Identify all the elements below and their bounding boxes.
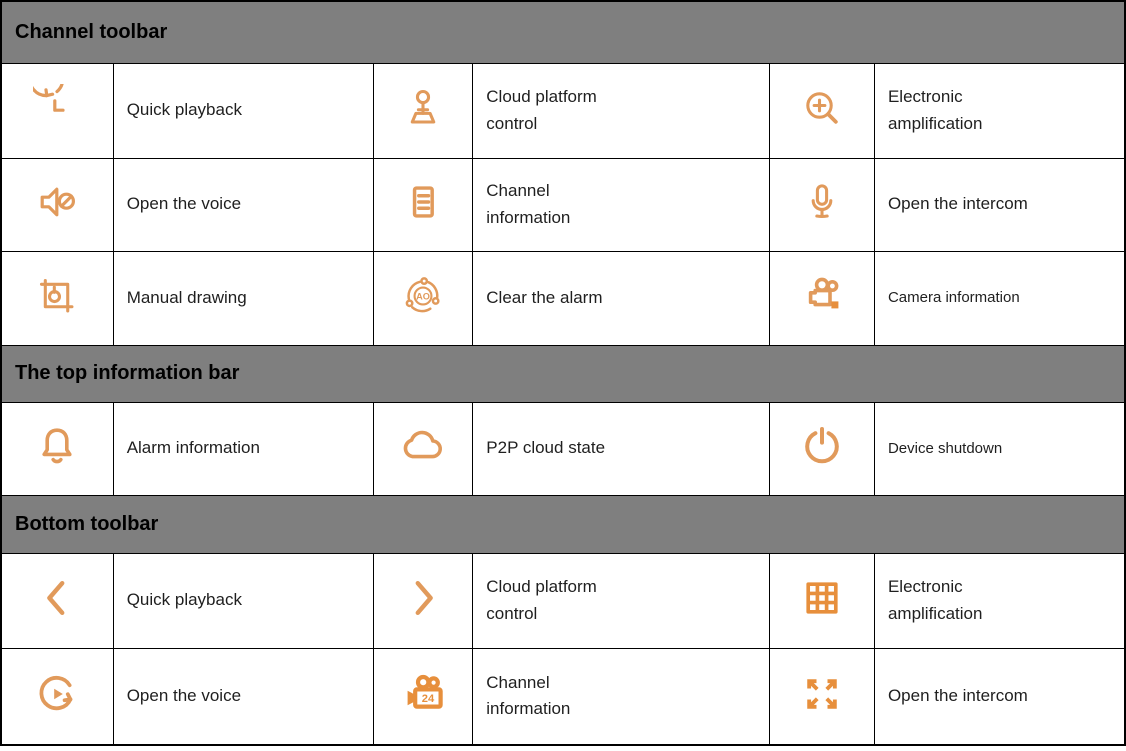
table-row: Open the voice 24 Channel information Op… (0, 647, 1126, 746)
document-list-icon (401, 180, 445, 224)
table-cell: AO (373, 250, 474, 346)
legend-label: Manual drawing (112, 250, 375, 346)
legend-label: Clear the alarm (472, 250, 770, 346)
table-cell (0, 552, 114, 649)
table-row: Channel toolbar (0, 0, 1126, 64)
table-row: Alarm information P2P cloud state Device… (0, 401, 1126, 496)
table-cell (768, 647, 875, 746)
table-row: Quick playback Cloud platform control El… (0, 62, 1126, 159)
microphone-icon (799, 179, 845, 225)
table-cell (0, 250, 114, 346)
power-icon (798, 422, 846, 470)
alarm-bell-icon (33, 422, 81, 470)
table-cell (0, 157, 114, 252)
legend-label: Channel information (472, 647, 770, 746)
table-row: Bottom toolbar (0, 494, 1126, 554)
video-camera-icon (798, 272, 846, 320)
speaker-muted-icon (33, 178, 81, 226)
manual-draw-frame-icon (34, 273, 80, 319)
expand-arrows-icon (800, 672, 844, 716)
legend-label: P2P cloud state (472, 401, 770, 496)
legend-label: Open the intercom (873, 647, 1126, 746)
legend-label: Open the voice (112, 157, 375, 252)
zoom-in-magnifier-icon (799, 85, 845, 131)
table-cell (373, 401, 474, 496)
cloud-icon (399, 422, 447, 470)
legend-label: Quick playback (112, 62, 375, 159)
table-cell (768, 157, 875, 252)
section-header-channel-toolbar: Channel toolbar (0, 0, 1126, 64)
ptz-joystick-icon (400, 85, 446, 131)
svg-text:24: 24 (422, 693, 435, 705)
table-cell (373, 552, 474, 649)
table-cell: 24 (373, 647, 474, 746)
table-cell (768, 552, 875, 649)
legend-label: Electronic amplification (873, 62, 1126, 159)
table-cell (373, 62, 474, 159)
table-cell (0, 401, 114, 496)
table-cell (0, 62, 114, 159)
svg-text:AO: AO (416, 291, 430, 301)
table-row: Open the voice Channel information Open … (0, 157, 1126, 252)
legend-label: Cloud platform control (472, 62, 770, 159)
table-cell (768, 250, 875, 346)
table-cell (768, 62, 875, 159)
quick-playback-history-icon (33, 84, 81, 132)
table-row: Quick playback Cloud platform control El… (0, 552, 1126, 649)
table-cell (768, 401, 875, 496)
legend-label: Camera information (873, 250, 1126, 346)
section-header-bottom-toolbar: Bottom toolbar (0, 494, 1126, 554)
chevron-right-icon (399, 574, 447, 622)
section-header-top-information-bar: The top information bar (0, 344, 1126, 403)
clear-alarm-ao-icon: AO (400, 273, 446, 319)
tour-play-icon (33, 670, 81, 718)
legend-label: Quick playback (112, 552, 375, 649)
legend-label: Electronic amplification (873, 552, 1126, 649)
grid-3x3-icon (799, 575, 845, 621)
legend-label: Open the intercom (873, 157, 1126, 252)
legend-label: Device shutdown (873, 401, 1126, 496)
legend-label: Cloud platform control (472, 552, 770, 649)
table-cell (373, 157, 474, 252)
table-row: Manual drawing AO Clear the alarm (0, 250, 1126, 346)
chevron-left-icon (33, 574, 81, 622)
legend-label: Open the voice (112, 647, 375, 746)
legend-label: Alarm information (112, 401, 375, 496)
table-cell (0, 647, 114, 746)
table-row: The top information bar (0, 344, 1126, 403)
camera-24-icon: 24 (399, 670, 447, 718)
legend-label: Channel information (472, 157, 770, 252)
